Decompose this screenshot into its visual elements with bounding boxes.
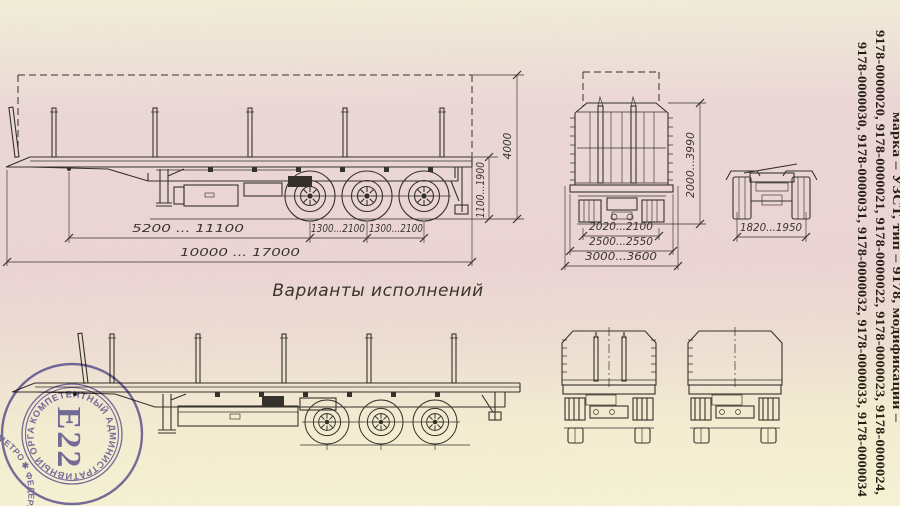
rear-suspension [577,197,666,225]
height-dimensions: 1100...1900 4000 [468,70,524,224]
frame-crossmembers [215,392,440,397]
dim-frame-width: 2500...2550 [589,235,653,248]
length-dimensions: 5200 ... 11100 1300...2100 1300...2100 1… [2,167,477,267]
model-note-line3: 9178-0000030, 9178-0000031, 9178-0000032… [855,42,870,497]
dim-rear-height: 2000...3990 [685,132,697,198]
dim-axle-spacing-1: 1300...2100 [311,222,365,235]
frame-crossmembers [208,167,433,172]
dim-track: 1820...1950 [740,221,802,234]
model-note-line2: 9178-0000020, 9178-0000021, 9178-0000022… [873,30,888,495]
tarp-hooks-right [668,117,673,181]
dim-platform-height: 1100...1900 [475,162,487,218]
rear-view-main: 2020...2100 2500...2550 3000...3600 2000… [560,71,706,271]
tarp-hooks-left [570,117,575,181]
width-dimensions: 2020...2100 2500...2550 3000...3600 2000… [560,98,706,271]
axle-unit [288,176,312,187]
stake-posts [77,332,458,384]
track-dimension: 1820...1950 [732,212,811,242]
stamp-code: Е22 [50,407,87,470]
toolbox [183,184,239,207]
dim-overall-width: 3000...3600 [585,250,657,263]
dim-inner-width: 2020...2100 [589,220,653,233]
landing-gear [158,393,187,434]
stake-posts [8,106,446,158]
cargo-outline-dashed [17,74,473,156]
toolbox [177,405,299,427]
side-view-main: 5200 ... 11100 1300...2100 1300...2100 1… [2,70,524,267]
dim-overall-height: 4000 [502,132,514,159]
equipment-box [243,182,283,197]
chassis-rear-view: 1820...1950 [725,163,818,242]
model-note-line1: марка – УЗСТ, тип – 9178, модификации – [890,112,900,422]
dim-axle-spacing-2: 1300...2100 [369,222,423,235]
dim-kingpin-to-axle: 5200 ... 11100 [132,222,244,235]
landing-gear [156,168,185,207]
dim-overall-length: 10000 ... 17000 [180,246,300,259]
rear-bumper [481,392,496,420]
rear-view-variant-stakes [561,327,657,444]
model-note: марка – УЗСТ, тип – 9178, модификации – … [855,30,900,497]
equipment-box [299,397,337,411]
cargo-outline-dashed [582,71,660,106]
variants-title: Варианты исполнений [272,281,483,301]
side-view-variant [11,332,521,450]
rear-view-variant-tarp [687,327,783,444]
axle-unit [262,396,284,406]
